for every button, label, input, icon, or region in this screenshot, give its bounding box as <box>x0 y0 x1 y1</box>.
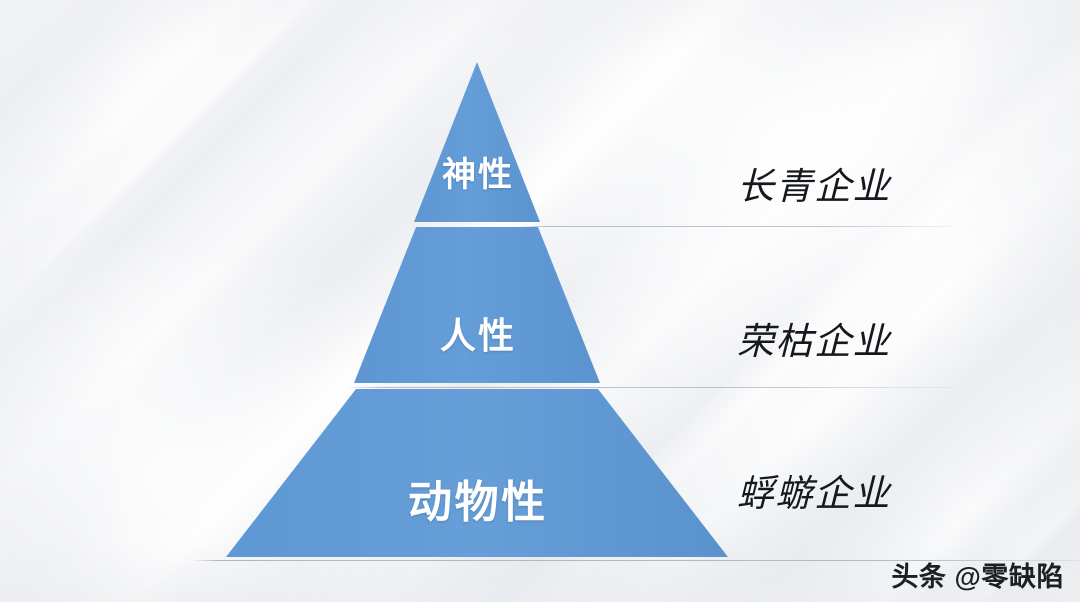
side-label-bottom: 蜉蝣企业 <box>737 474 891 515</box>
baseline-rule <box>192 560 1080 561</box>
divider-rule-middle <box>345 387 952 388</box>
divider-rule-top <box>520 226 952 227</box>
side-label-middle: 荣枯企业 <box>737 322 891 363</box>
watermark-text: 头条 @零缺陷 <box>891 562 1064 592</box>
pyramid-tier-label-bottom: 动物性 <box>408 478 548 527</box>
pyramid-tier-middle <box>354 227 600 383</box>
pyramid-tier-bottom <box>226 389 728 557</box>
pyramid-tier-top <box>414 62 540 222</box>
side-label-top: 长青企业 <box>737 167 891 208</box>
pyramid-tier-label-top: 神性 <box>441 156 515 194</box>
pyramid-tier-label-middle: 人性 <box>439 315 517 356</box>
